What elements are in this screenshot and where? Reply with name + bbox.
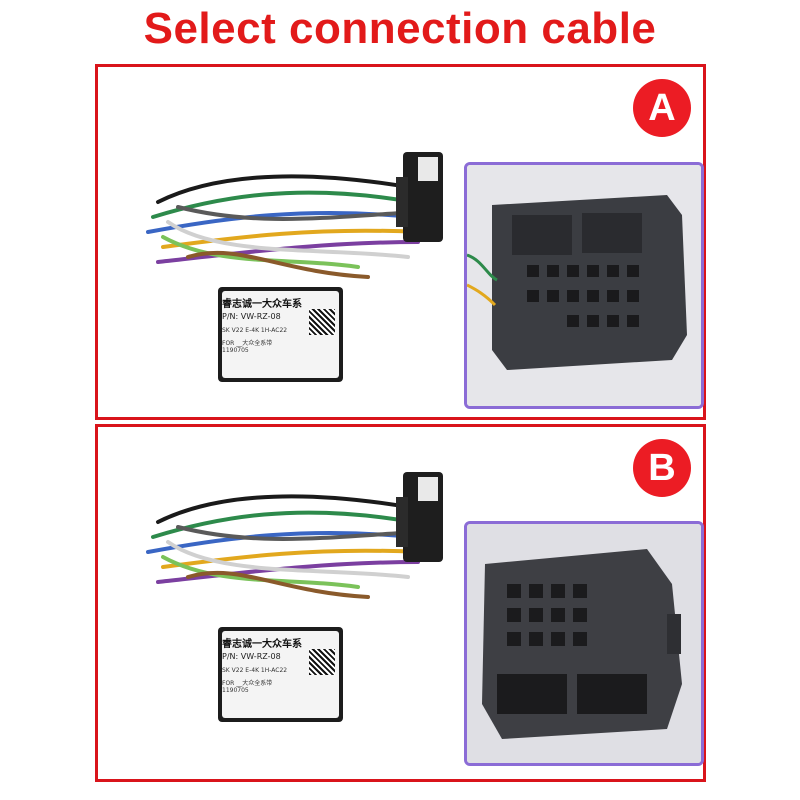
connector-a-closeup xyxy=(464,162,704,409)
module-code: 1190705 xyxy=(222,347,249,354)
module-part-no: P/N: VW-RZ-08 xyxy=(222,652,281,661)
harness-cable-image xyxy=(118,467,458,727)
option-a-panel[interactable]: A 睿志诚一大众车系 P/N: VW-RZ xyxy=(95,64,706,420)
module-brand: 睿志诚一大众车系 xyxy=(222,299,302,310)
module-label: 睿志诚一大众车系 P/N: VW-RZ-08 SK V22 E-4K 1H-AC… xyxy=(222,295,339,354)
module-part-no: P/N: VW-RZ-08 xyxy=(222,312,281,321)
module-code: 1190705 xyxy=(222,687,249,694)
option-a-badge: A xyxy=(633,79,691,137)
module-spec: SK V22 E-4K 1H-AC22 xyxy=(222,327,288,334)
qr-code-icon xyxy=(309,649,335,675)
module-line: FOR __大众全系带 xyxy=(222,340,273,347)
module-spec: SK V22 E-4K 1H-AC22 xyxy=(222,667,288,674)
connector-b-closeup xyxy=(464,521,704,766)
option-b-badge: B xyxy=(633,439,691,497)
module-label: 睿志诚一大众车系 P/N: VW-RZ-08 SK V22 E-4K 1H-AC… xyxy=(222,635,339,694)
option-b-panel[interactable]: B 睿志诚一大众车系 P/N: VW-RZ-08 SK V22 E-4K 1 xyxy=(95,424,706,782)
module-line: FOR __大众全系带 xyxy=(222,680,273,687)
page-title: Select connection cable xyxy=(143,4,657,53)
module-brand: 睿志诚一大众车系 xyxy=(222,639,302,650)
qr-code-icon xyxy=(309,309,335,335)
